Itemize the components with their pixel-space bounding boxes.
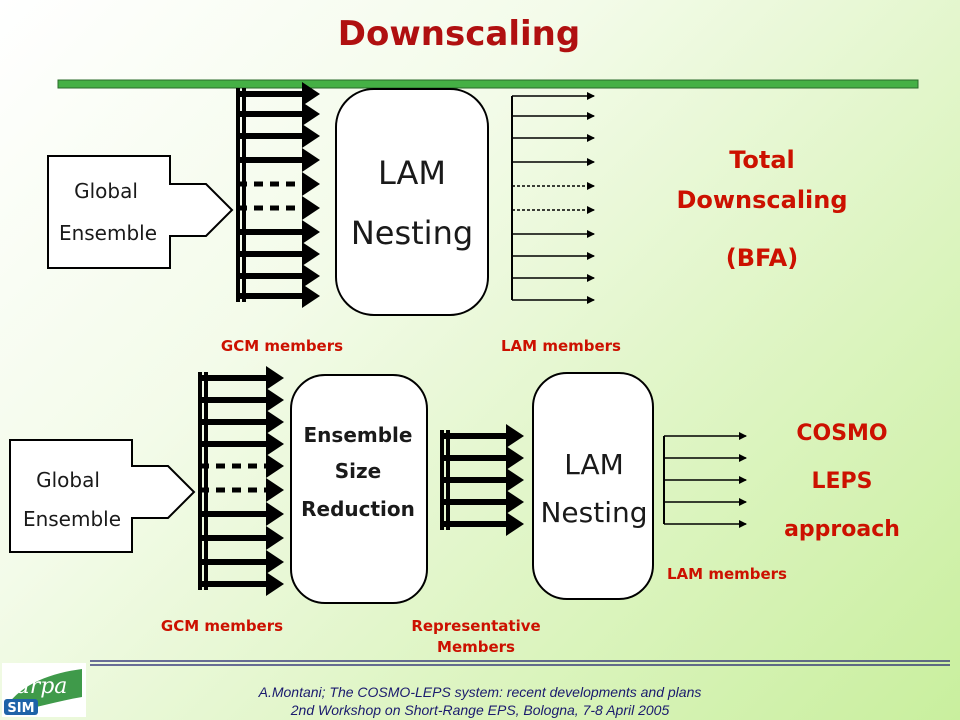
bottom-gcm-members-label: GCM members (161, 617, 283, 635)
top-lam-label: LAM (378, 154, 446, 192)
top-global-label: Global (74, 179, 138, 203)
bottom-global-label: Global (36, 468, 100, 492)
top-lam-members-label: LAM members (501, 337, 621, 355)
bottom-ensemble-label: Ensemble (23, 507, 121, 531)
bottom-gcm-arrow-head (266, 432, 284, 456)
top-global-ensemble-arrow (47, 155, 234, 269)
top-nesting-label: Nesting (351, 214, 473, 252)
top-approach-line2: Downscaling (676, 186, 847, 214)
top-gcm-member-arrows (236, 82, 320, 308)
top-ensemble-label: Ensemble (59, 221, 157, 245)
representative-members-line2: Members (437, 638, 515, 656)
top-gcm-arrow-head (302, 264, 320, 288)
bottom-approach-line3: approach (784, 517, 900, 542)
bottom-lam-nesting-box (532, 372, 654, 600)
bottom-gcm-arrow-head (266, 572, 284, 596)
footer-line1: A.Montani; The COSMO-LEPS system: recent… (258, 684, 702, 700)
top-gcm-arrow-head (302, 220, 320, 244)
representative-arrow-head (506, 424, 524, 448)
bottom-lam-member-arrows (663, 432, 747, 528)
page-title: Downscaling (337, 14, 581, 54)
bottom-gcm-arrow-head (266, 388, 284, 412)
logo-text-bottom: SIM (7, 701, 34, 716)
bottom-gcm-arrow-head (266, 502, 284, 526)
top-gcm-arrow-head (302, 242, 320, 266)
esr-line2: Size (335, 459, 381, 483)
top-lam-member-arrows (511, 92, 595, 304)
top-approach-line3: (BFA) (726, 244, 798, 272)
top-gcm-arrow-head (302, 196, 320, 220)
representative-arrow-head (506, 468, 524, 492)
bottom-gcm-arrow-head (266, 478, 284, 502)
top-lam-nesting-box (335, 88, 489, 316)
bottom-lam-label: LAM (564, 448, 624, 481)
bottom-gcm-arrow-head (266, 366, 284, 390)
top-gcm-arrow-head (302, 284, 320, 308)
footer-line2: 2nd Workshop on Short-Range EPS, Bologna… (290, 702, 670, 718)
bottom-approach-line2: LEPS (811, 469, 872, 494)
title-divider (57, 79, 919, 89)
top-gcm-arrow-head (302, 82, 320, 106)
bottom-gcm-arrow-head (266, 454, 284, 478)
top-gcm-arrow-head (302, 102, 320, 126)
bottom-gcm-arrow-head (266, 526, 284, 550)
top-approach-line1: Total (729, 146, 795, 174)
ensemble-size-reduction-box (290, 374, 428, 604)
bottom-approach-line1: COSMO (796, 421, 887, 446)
representative-members-line1: Representative (411, 617, 540, 635)
footer-divider (90, 660, 950, 666)
bottom-gcm-member-arrows (198, 366, 284, 596)
representative-member-arrows (440, 424, 524, 536)
bottom-gcm-arrow-head (266, 550, 284, 574)
top-gcm-arrow-head (302, 148, 320, 172)
bottom-lam-members-label: LAM members (667, 565, 787, 583)
logo-text-top: arpa (17, 674, 68, 699)
bottom-global-ensemble-arrow (9, 439, 196, 553)
esr-line1: Ensemble (304, 423, 413, 447)
bottom-nesting-label: Nesting (540, 496, 647, 529)
top-gcm-arrow-head (302, 172, 320, 196)
representative-arrow-head (506, 490, 524, 514)
top-gcm-members-label: GCM members (221, 337, 343, 355)
bottom-gcm-arrow-head (266, 410, 284, 434)
top-gcm-arrow-head (302, 124, 320, 148)
esr-line3: Reduction (301, 497, 415, 521)
arpa-sim-logo: arpa SIM (2, 663, 86, 717)
representative-arrow-head (506, 446, 524, 470)
representative-arrow-head (506, 512, 524, 536)
